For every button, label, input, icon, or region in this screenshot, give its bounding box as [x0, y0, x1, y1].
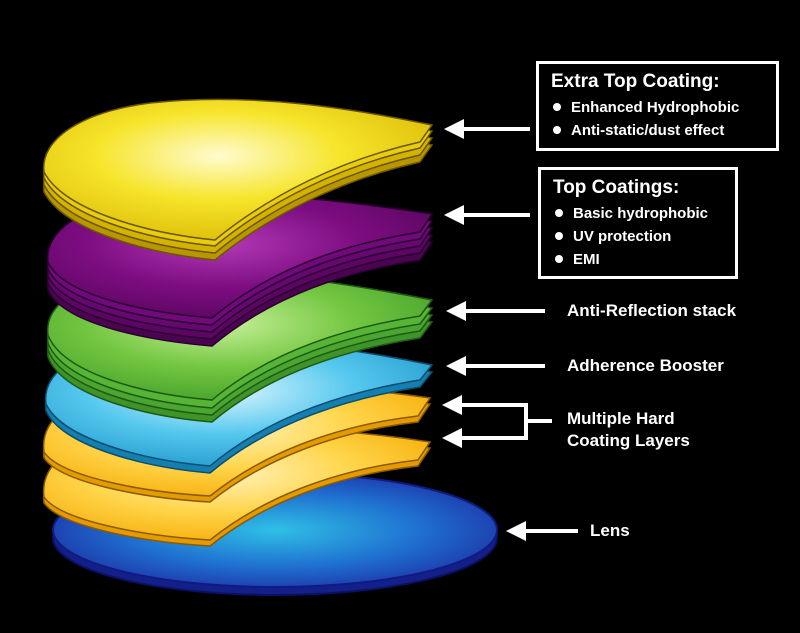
callout-item: Anti-static/dust effect — [551, 119, 766, 142]
hard-coating-bracket — [520, 403, 528, 440]
callout-item: Basic hydrophobic — [553, 202, 725, 225]
callout-top-coatings: Top Coatings: Basic hydrophobic UV prote… — [538, 167, 738, 279]
callout-item: EMI — [553, 248, 725, 271]
callout-title: Extra Top Coating: — [551, 71, 720, 92]
bullet-icon — [555, 232, 563, 240]
pointer-arrows — [442, 119, 578, 541]
label-anti-reflection: Anti-Reflection stack — [567, 301, 737, 320]
callout-item: Enhanced Hydrophobic — [551, 96, 766, 119]
label-hard-coating-line1: Multiple Hard — [567, 409, 675, 428]
callout-item: UV protection — [553, 225, 725, 248]
label-hard-coating-line2: Coating Layers — [567, 431, 690, 450]
label-lens: Lens — [590, 521, 630, 540]
callout-title: Top Coatings: — [553, 177, 680, 198]
callout-list: Enhanced Hydrophobic Anti-static/dust ef… — [551, 96, 766, 142]
bullet-icon — [553, 126, 561, 134]
callout-list: Basic hydrophobic UV protection EMI — [553, 202, 725, 271]
callout-extra-top-coating: Extra Top Coating: Enhanced Hydrophobic … — [536, 61, 779, 151]
label-adherence-booster: Adherence Booster — [567, 356, 724, 375]
bullet-icon — [555, 255, 563, 263]
bullet-icon — [555, 209, 563, 217]
bullet-icon — [553, 103, 561, 111]
extra-top-coating-layer — [43, 98, 434, 261]
